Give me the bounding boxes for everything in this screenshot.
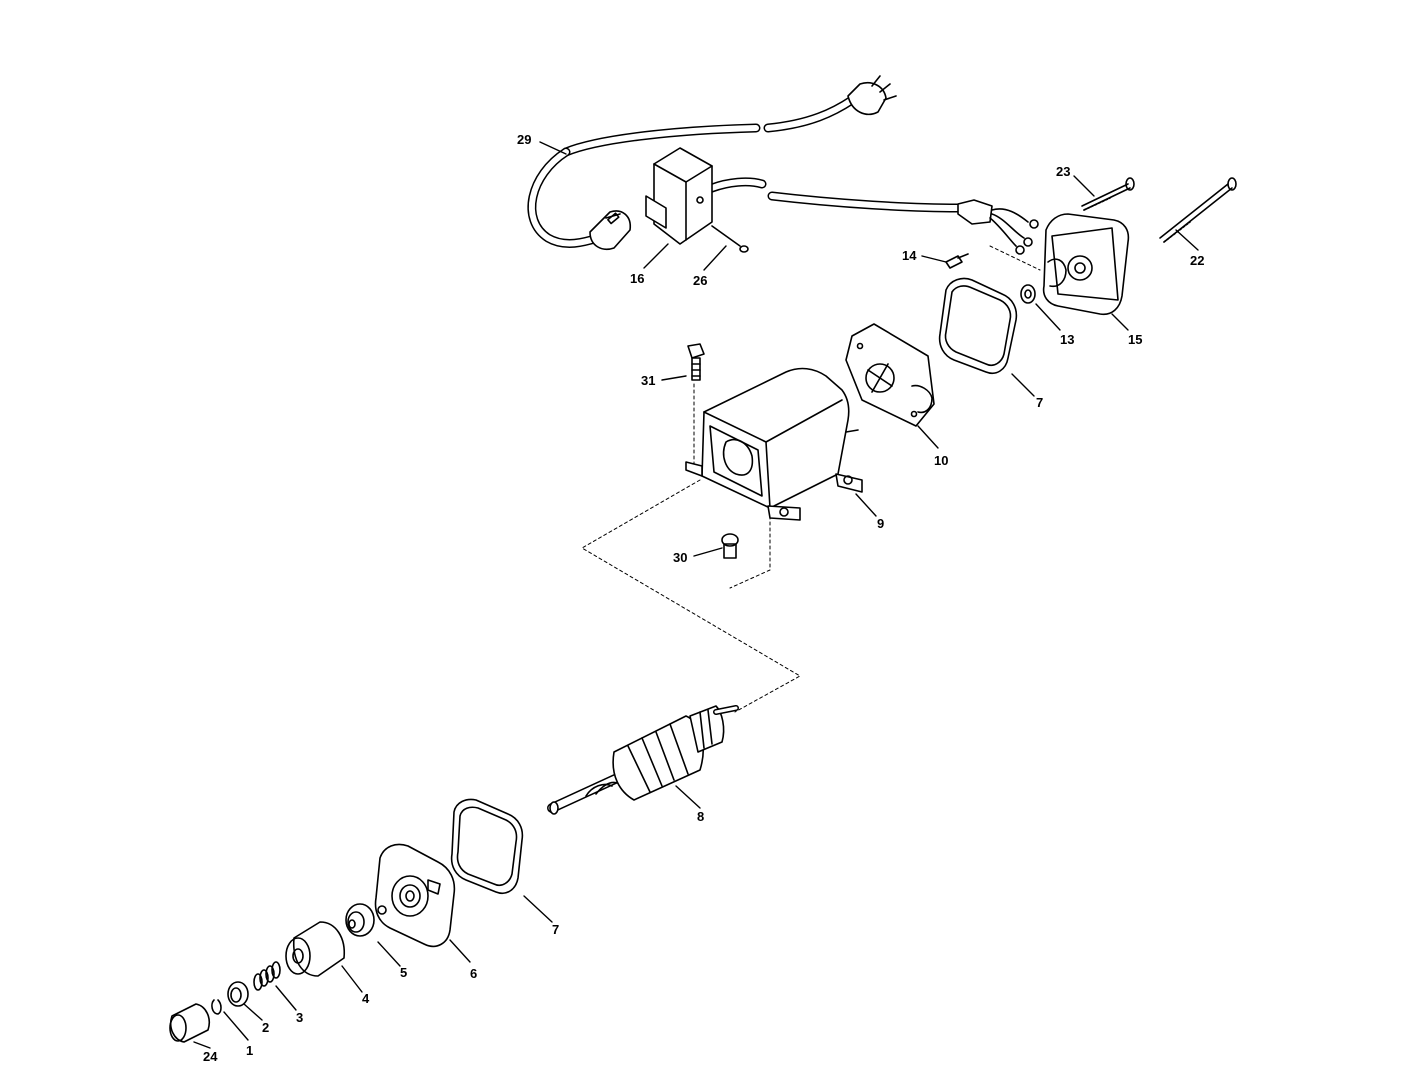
switch-box	[646, 148, 712, 244]
gasket-7-upper	[940, 278, 1017, 373]
callout-10: 10	[934, 453, 949, 468]
callout-1: 1	[246, 1043, 254, 1058]
washer-13	[1021, 285, 1035, 303]
bearing-5	[346, 904, 386, 936]
callout-5: 5	[400, 965, 408, 980]
leader-lines	[193, 141, 1199, 1049]
cap-24	[170, 1004, 209, 1042]
callout-15: 15	[1128, 332, 1143, 347]
callout-8: 8	[697, 809, 705, 824]
collar-2	[228, 982, 248, 1006]
callout-14: 14	[902, 248, 917, 263]
callout-22: 22	[1190, 253, 1205, 268]
callout-2: 2	[262, 1020, 270, 1035]
screw-31	[688, 344, 704, 380]
retaining-ring-1	[212, 1000, 221, 1014]
power-cord	[532, 100, 958, 243]
callout-4: 4	[362, 991, 370, 1006]
callout-13: 13	[1060, 332, 1075, 347]
screw-14	[946, 254, 968, 268]
motor-frame-9	[686, 369, 862, 520]
callout-29: 29	[517, 132, 532, 147]
screw-26	[712, 226, 748, 252]
callout-7-lower: 7	[552, 922, 560, 937]
callout-9: 9	[877, 516, 885, 531]
spring-3	[254, 962, 280, 990]
screw-30	[722, 534, 738, 558]
callout-7-upper: 7	[1036, 395, 1044, 410]
callout-3: 3	[296, 1010, 304, 1025]
bolt-23	[1082, 178, 1134, 210]
callout-16: 16	[630, 271, 645, 286]
gasket-7-lower	[452, 800, 523, 894]
callout-23: 23	[1056, 164, 1071, 179]
assembly-guide-lines	[581, 245, 1041, 713]
drive-gear-4	[286, 922, 344, 976]
callout-26: 26	[693, 273, 708, 288]
callout-30: 30	[673, 550, 688, 565]
cord-end-leads	[958, 200, 1038, 254]
callout-6: 6	[470, 966, 478, 981]
armature-8	[550, 706, 736, 814]
drive-end-cap-6	[376, 845, 455, 947]
callout-31: 31	[641, 373, 656, 388]
callout-24: 24	[203, 1049, 218, 1064]
brush-plate-10	[846, 324, 934, 426]
cord-connector-icon	[590, 211, 630, 249]
bolt-22	[1160, 178, 1236, 242]
plug-icon	[848, 76, 896, 114]
end-cap-15	[1044, 214, 1129, 314]
